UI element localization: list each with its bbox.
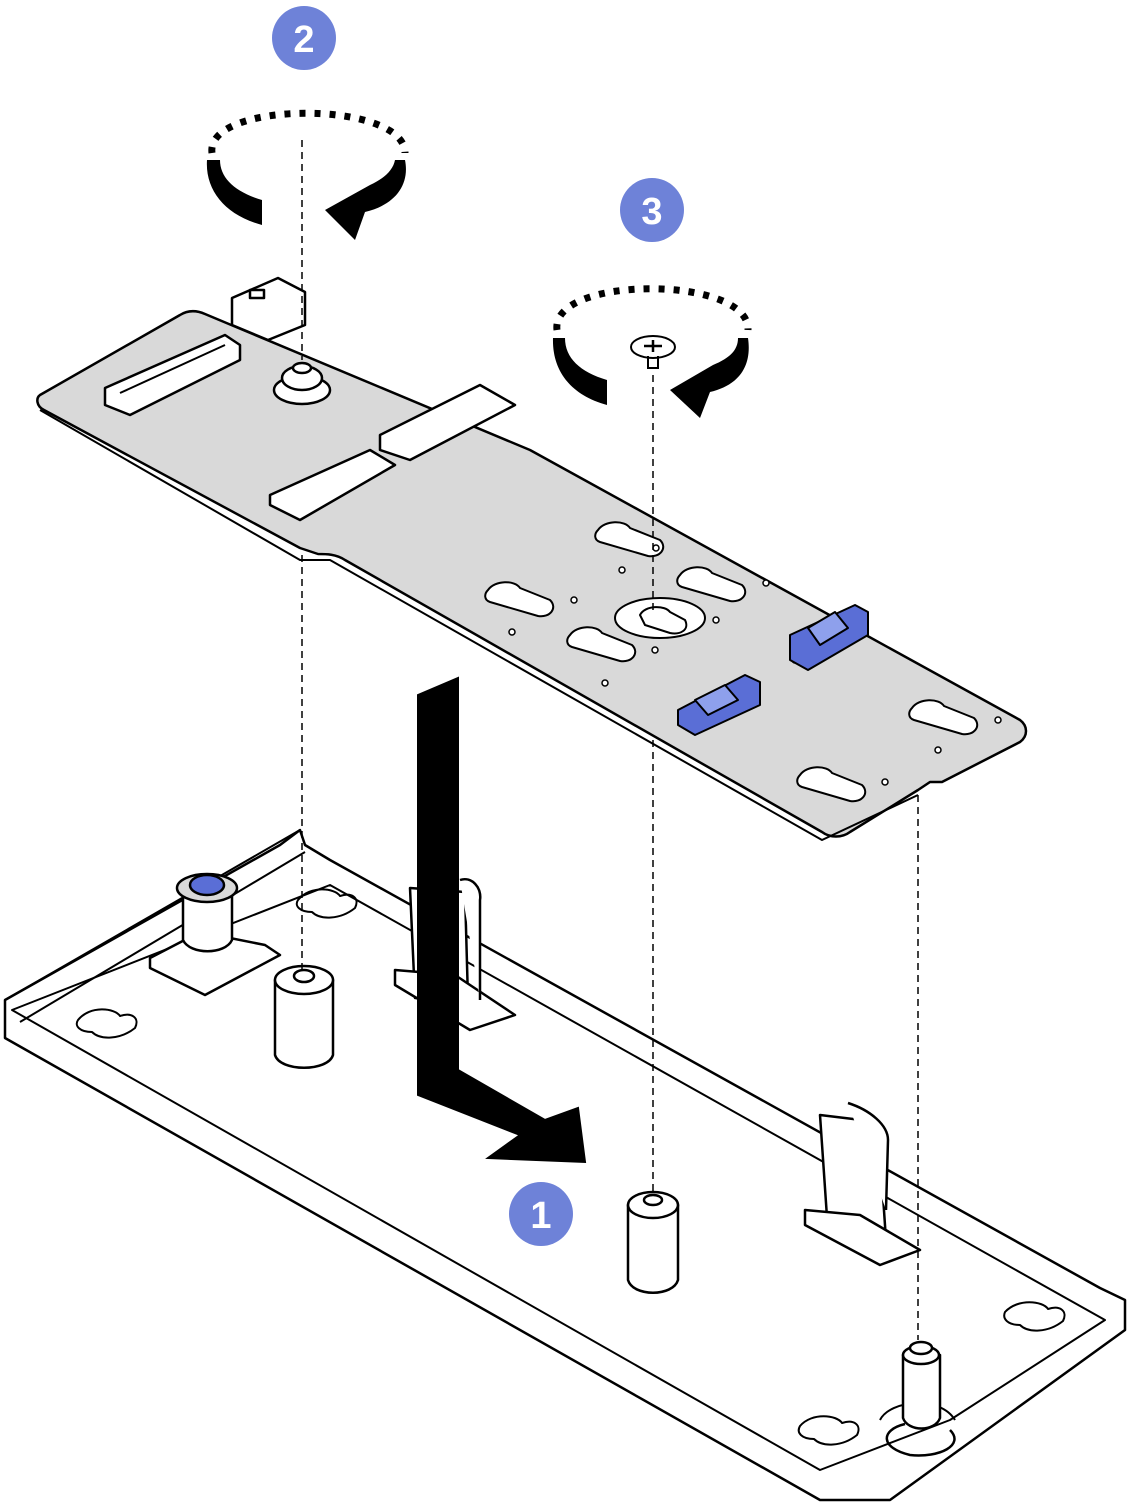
tray-rim xyxy=(11,884,1106,1471)
callout-badge-1: 1 xyxy=(509,1182,573,1246)
callout-badge-2: 2 xyxy=(272,6,336,70)
screw-icon xyxy=(630,335,676,369)
callout-badge-3: 3 xyxy=(620,178,684,242)
latch-left xyxy=(677,674,761,736)
board-screw xyxy=(272,361,332,406)
board-slots xyxy=(484,521,979,803)
latch-right xyxy=(789,604,869,671)
board-holes xyxy=(508,544,1002,786)
rotate-arrow-icon xyxy=(206,109,752,418)
standoff-right xyxy=(885,1340,956,1457)
slide-arrow-icon xyxy=(417,676,587,1164)
tray xyxy=(3,828,1127,1502)
m2-connector-center-a xyxy=(268,448,397,522)
retention-clip-right xyxy=(803,1101,922,1267)
m2-connector-center-b xyxy=(378,383,517,462)
m2-backplane-board xyxy=(36,276,1028,841)
standoff-center xyxy=(626,1190,680,1294)
alignment-lines xyxy=(301,140,919,1340)
m2-connector-left xyxy=(103,333,242,417)
power-connector xyxy=(230,276,307,342)
callout-label-3: 3 xyxy=(641,191,662,233)
board-outline xyxy=(36,309,1028,838)
standoff-left xyxy=(273,964,335,1069)
tray-clip-cutouts xyxy=(75,888,1066,1446)
callout-label-1: 1 xyxy=(530,1195,551,1237)
release-plunger xyxy=(181,893,234,953)
callout-label-2: 2 xyxy=(293,19,314,61)
